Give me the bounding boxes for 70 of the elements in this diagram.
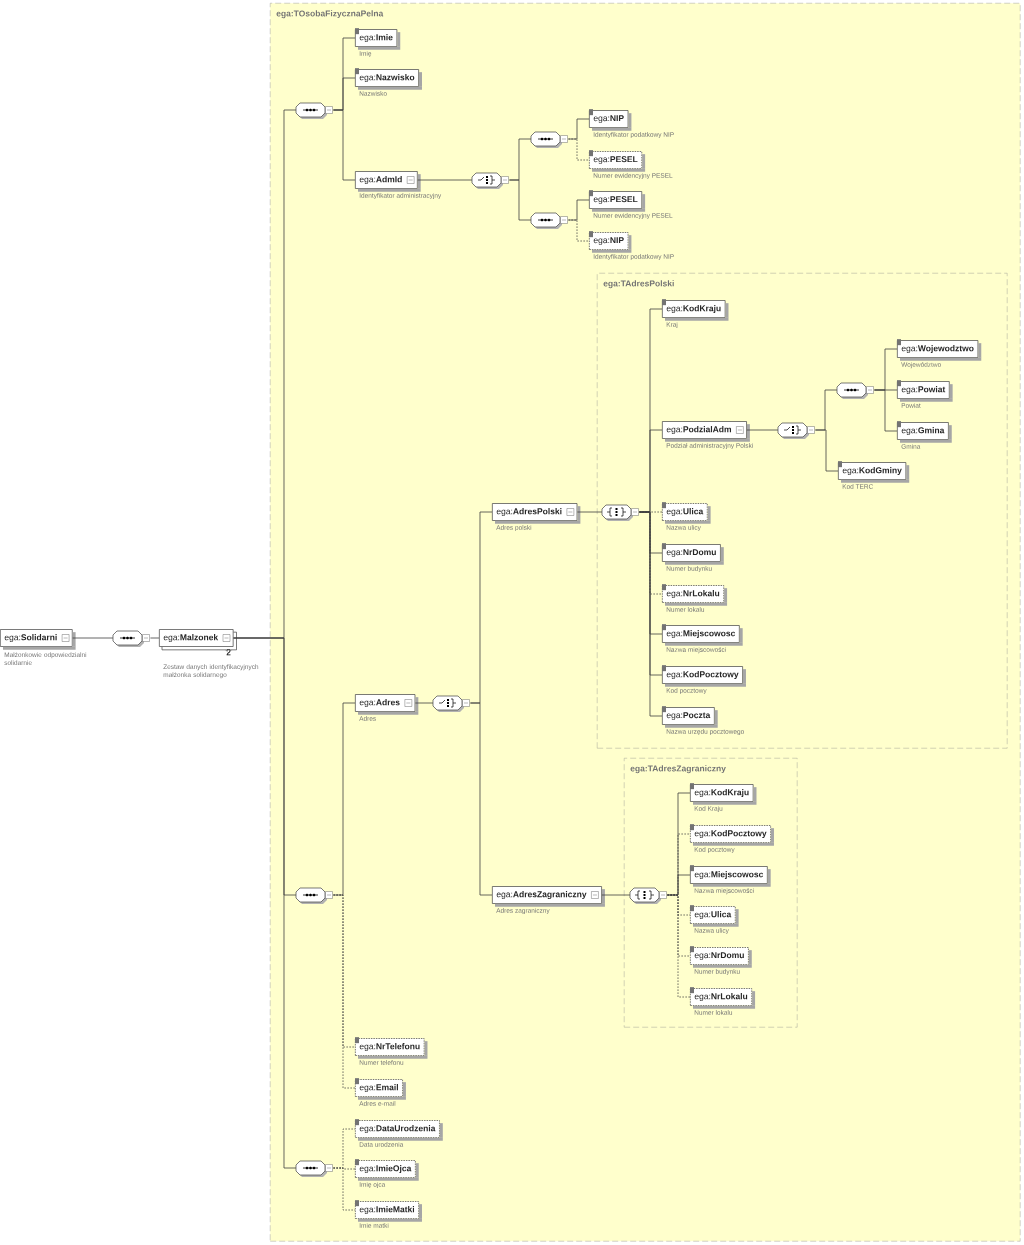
element-box: ega:KodPocztowy: [690, 824, 774, 846]
connector-line: [667, 894, 691, 998]
sequence-symbol: [295, 102, 333, 119]
element-box: ega:AdresPolski: [492, 503, 581, 524]
connector-line: [333, 1167, 356, 1211]
element-box: ega:Powiat: [897, 380, 953, 402]
element-box: ega:KodGminy: [838, 461, 910, 483]
choice-symbol: [471, 172, 509, 189]
connector-line: [568, 118, 590, 140]
connector-line: [150, 637, 160, 639]
element-box: ega:KodKraju: [662, 299, 729, 321]
sequence-symbol: [836, 382, 874, 399]
connector-line: [568, 199, 590, 221]
connector-line: [568, 138, 590, 161]
connector-line: [233, 637, 297, 1169]
connector-line: [601, 894, 631, 896]
element-box: ega:Miejscowosc: [690, 865, 771, 887]
element-box: ega:NrLokalu: [690, 987, 756, 1009]
connector-line: [509, 179, 532, 221]
sequence-symbol: [112, 630, 150, 647]
sequence-symbol: [295, 887, 333, 904]
element-box: ega:ImieMatki: [355, 1200, 422, 1222]
connector-line: [417, 179, 473, 181]
connector-line: [639, 511, 663, 717]
connector-line: [667, 874, 691, 896]
all-symbol: [629, 887, 667, 904]
element-box: ega:Adres: [355, 694, 419, 715]
element-box: ega:PESEL: [589, 190, 646, 212]
connector-line: [414, 702, 434, 704]
occurrence-number: 2: [226, 649, 231, 656]
element-box: ega:Solidarni: [0, 629, 76, 650]
sequence-symbol: [530, 212, 568, 229]
connector-line: [874, 389, 898, 432]
element-box: ega:PodzialAdm: [662, 421, 750, 442]
element-box: ega:Ulica: [690, 905, 739, 927]
element-box: ega:ImieOjca: [355, 1159, 419, 1181]
element-box: ega:NrTelefonu: [355, 1037, 428, 1059]
connector-line: [815, 429, 839, 472]
connector-line: [333, 109, 356, 181]
element-box: ega:Miejscowosc: [662, 624, 743, 646]
element-box: ega:PESEL: [589, 150, 646, 172]
element-box: ega:NrDomu: [690, 946, 752, 968]
element-box: ega:Nazwisko: [355, 68, 422, 90]
connector-line: [746, 429, 779, 431]
element-box: ega:Wojewodztwo: [897, 339, 982, 361]
element-box: ega:Gmina: [897, 421, 952, 443]
element-box: ega:Ulica: [662, 502, 711, 524]
element-box: ega:NrLokalu: [662, 584, 728, 606]
all-symbol: [601, 504, 639, 521]
element-box: ega:Email: [355, 1078, 406, 1100]
connector-line: [72, 637, 114, 639]
element-box: ega:DataUrodzenia: [355, 1119, 443, 1141]
choice-symbol: [432, 695, 470, 712]
sequence-symbol: [295, 1160, 333, 1177]
element-box: ega:NIP: [589, 231, 632, 253]
connector-line: [470, 702, 493, 896]
element-box: ega:AdmId: [355, 171, 421, 192]
element-box: ega:Imie: [355, 28, 401, 50]
connector-line: [577, 511, 603, 513]
connector-line: [568, 219, 590, 242]
element-box: ega:Poczta: [662, 706, 718, 728]
connector-line: [333, 702, 356, 896]
element-box: ega:NIP: [589, 109, 632, 131]
element-box: ega:AdresZagraniczny: [492, 886, 605, 907]
choice-symbol: [777, 422, 815, 439]
element-box: ega:KodKraju: [690, 783, 757, 805]
element-box: ega:NrDomu: [662, 543, 724, 565]
element-box: ega:KodPocztowy: [662, 665, 746, 687]
sequence-symbol: [530, 131, 568, 148]
connector-line: [333, 894, 356, 1089]
